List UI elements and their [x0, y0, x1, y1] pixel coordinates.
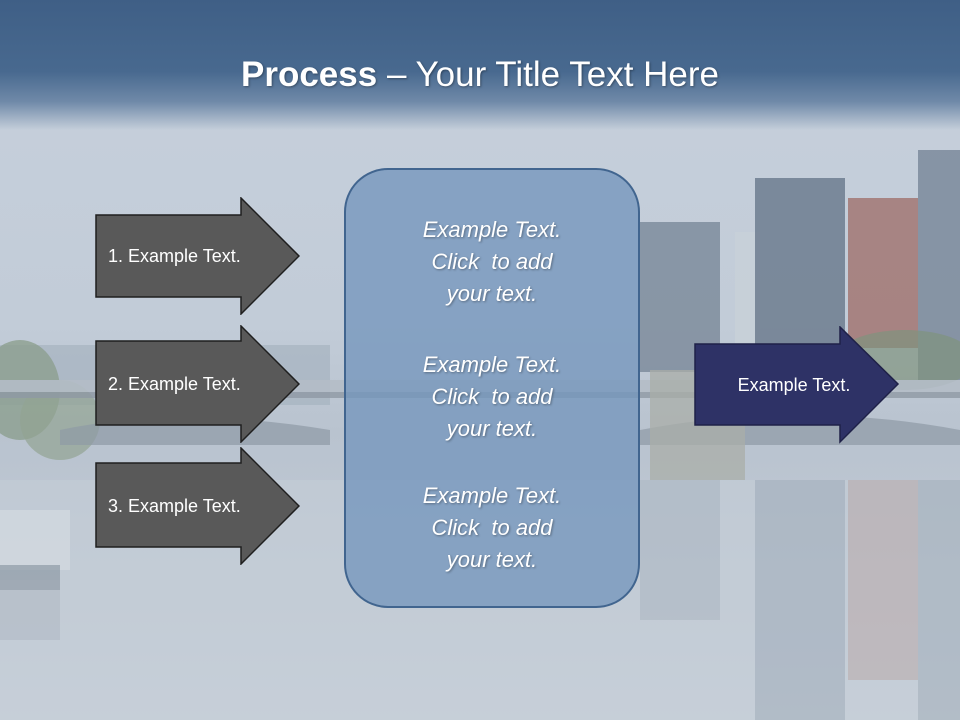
process-arrow-1[interactable]: 1. Example Text. — [95, 197, 300, 315]
center-text-line: your text. — [446, 281, 538, 306]
title-band — [0, 0, 960, 130]
output-arrow-label: Example Text. — [737, 374, 851, 395]
center-text-line: Click to add — [431, 515, 553, 540]
right-arrow-shape-icon — [95, 325, 300, 443]
slide-title-bold: Process — [241, 55, 378, 94]
process-arrow-2[interactable]: 2. Example Text. — [95, 325, 300, 443]
right-arrow-shape-icon — [694, 326, 900, 444]
process-arrow-3[interactable]: 3. Example Text. — [95, 447, 300, 565]
output-arrow[interactable]: Example Text. — [694, 326, 900, 444]
center-text-line: Example Text. — [422, 217, 562, 242]
center-text-block-3[interactable]: Example Text. Click to add your text. — [346, 480, 638, 576]
slide-title[interactable]: Process – Your Title Text Here — [0, 54, 960, 96]
center-text-line: Example Text. — [422, 483, 562, 508]
center-text-line: your text. — [446, 416, 538, 441]
center-text-block-2[interactable]: Example Text. Click to add your text. — [346, 349, 638, 445]
center-text-block-1[interactable]: Example Text. Click to add your text. — [346, 214, 638, 310]
process-arrow-1-label: 1. Example Text. — [108, 245, 241, 266]
center-text-line: Example Text. — [422, 352, 562, 377]
process-arrow-2-label: 2. Example Text. — [108, 373, 241, 394]
center-text-line: Click to add — [431, 249, 553, 274]
center-process-box[interactable]: Example Text. Click to add your text. Ex… — [344, 168, 640, 608]
process-arrow-3-label: 3. Example Text. — [108, 495, 241, 516]
right-arrow-shape-icon — [95, 197, 300, 315]
right-arrow-shape-icon — [95, 447, 300, 565]
center-text-line: Click to add — [431, 384, 553, 409]
center-text-line: your text. — [446, 547, 538, 572]
slide-title-rest: – Your Title Text Here — [377, 55, 719, 94]
